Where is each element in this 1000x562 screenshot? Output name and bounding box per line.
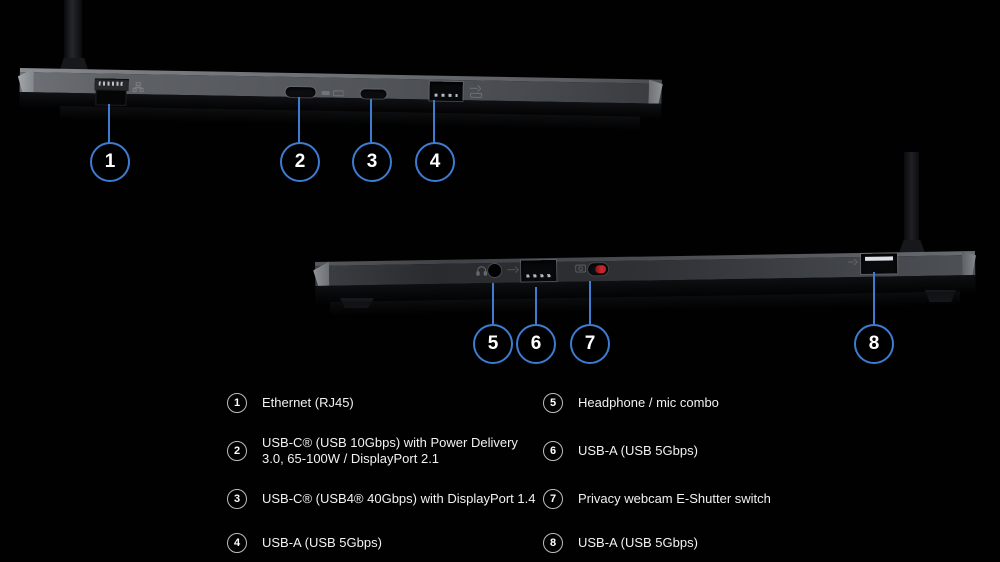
legend-label-1: Ethernet (RJ45): [262, 395, 354, 410]
callout-3: 3: [352, 142, 392, 182]
callout-line-1: [108, 104, 110, 143]
legend-label-6: USB-A (USB 5Gbps): [578, 443, 698, 458]
legend-number-4: 4: [227, 533, 247, 553]
privacy-e-shutter-switch: [588, 263, 609, 276]
legend-label-3: USB-C® (USB4® 40Gbps) with DisplayPort 1…: [262, 491, 536, 506]
legend-item-7: 7 Privacy webcam E-Shutter switch: [543, 489, 771, 509]
callout-line-4: [433, 100, 435, 143]
headset-icon: [476, 265, 488, 276]
callout-line-5: [492, 283, 494, 324]
legend-number-3: 3: [227, 489, 247, 509]
legend-item-1: 1 Ethernet (RJ45): [227, 393, 354, 413]
callout-line-3: [370, 99, 372, 143]
legend-item-5: 5 Headphone / mic combo: [543, 393, 719, 413]
legend-item-8: 8 USB-A (USB 5Gbps): [543, 533, 698, 553]
usb-c-port-3: [360, 89, 387, 99]
callout-7-number: 7: [584, 333, 596, 354]
legend-item-6: 6 USB-A (USB 5Gbps): [543, 441, 698, 461]
power-delivery-icon: [321, 90, 344, 97]
usb-c-port-2: [285, 86, 316, 98]
callout-7: 7: [570, 324, 610, 364]
callout-line-6: [535, 287, 537, 324]
legend-item-2: 2 USB-C® (USB 10Gbps) with Power Deliver…: [227, 435, 518, 467]
ethernet-rj45-port: [94, 78, 129, 105]
callout-6: 6: [516, 324, 556, 364]
legend-item-4: 4 USB-A (USB 5Gbps): [227, 533, 382, 553]
usb-a-port-4: [429, 81, 463, 102]
legend-number-2: 2: [227, 441, 247, 461]
usb-icon: [507, 266, 519, 274]
legend-label-2: USB-C® (USB 10Gbps) with Power Delivery …: [262, 435, 518, 466]
usb-icon: [848, 258, 858, 266]
ethernet-icon: [132, 82, 144, 93]
legend-label-7: Privacy webcam E-Shutter switch: [578, 491, 771, 506]
callout-8: 8: [854, 324, 894, 364]
callout-line-2: [298, 97, 300, 143]
callout-4-number: 4: [429, 151, 441, 172]
usb-a-port-8: [860, 253, 898, 274]
callout-3-number: 3: [366, 151, 378, 172]
laptop-screen-edge: [904, 152, 919, 254]
usb-icon: [469, 84, 485, 98]
laptop-base-edge: [19, 68, 662, 126]
callout-line-7: [589, 281, 591, 324]
laptop-screen-edge: [64, 0, 82, 74]
usb-a-port-6: [521, 260, 557, 282]
laptop-left-side-view: [0, 0, 700, 131]
laptop-base-edge: [315, 251, 976, 308]
laptop-right-side-view: [300, 140, 1000, 316]
legend-number-8: 8: [543, 533, 563, 553]
legend-item-3: 3 USB-C® (USB4® 40Gbps) with DisplayPort…: [227, 489, 535, 509]
legend-number-7: 7: [543, 489, 563, 509]
callout-5: 5: [473, 324, 513, 364]
camera-shutter-icon: [575, 264, 587, 273]
callout-1-number: 1: [104, 151, 116, 172]
shutter-switch-red-slider: [595, 265, 607, 274]
callout-8-number: 8: [868, 333, 880, 354]
legend-number-5: 5: [543, 393, 563, 413]
callout-1: 1: [90, 142, 130, 182]
callout-6-number: 6: [530, 333, 542, 354]
callout-2-number: 2: [294, 151, 306, 172]
legend-label-8: USB-A (USB 5Gbps): [578, 535, 698, 550]
callout-line-8: [873, 272, 875, 324]
legend-label-5: Headphone / mic combo: [578, 395, 719, 410]
legend-number-6: 6: [543, 441, 563, 461]
legend-number-1: 1: [227, 393, 247, 413]
callout-5-number: 5: [487, 333, 499, 354]
legend-label-4: USB-A (USB 5Gbps): [262, 535, 382, 550]
callout-2: 2: [280, 142, 320, 182]
callout-4: 4: [415, 142, 455, 182]
